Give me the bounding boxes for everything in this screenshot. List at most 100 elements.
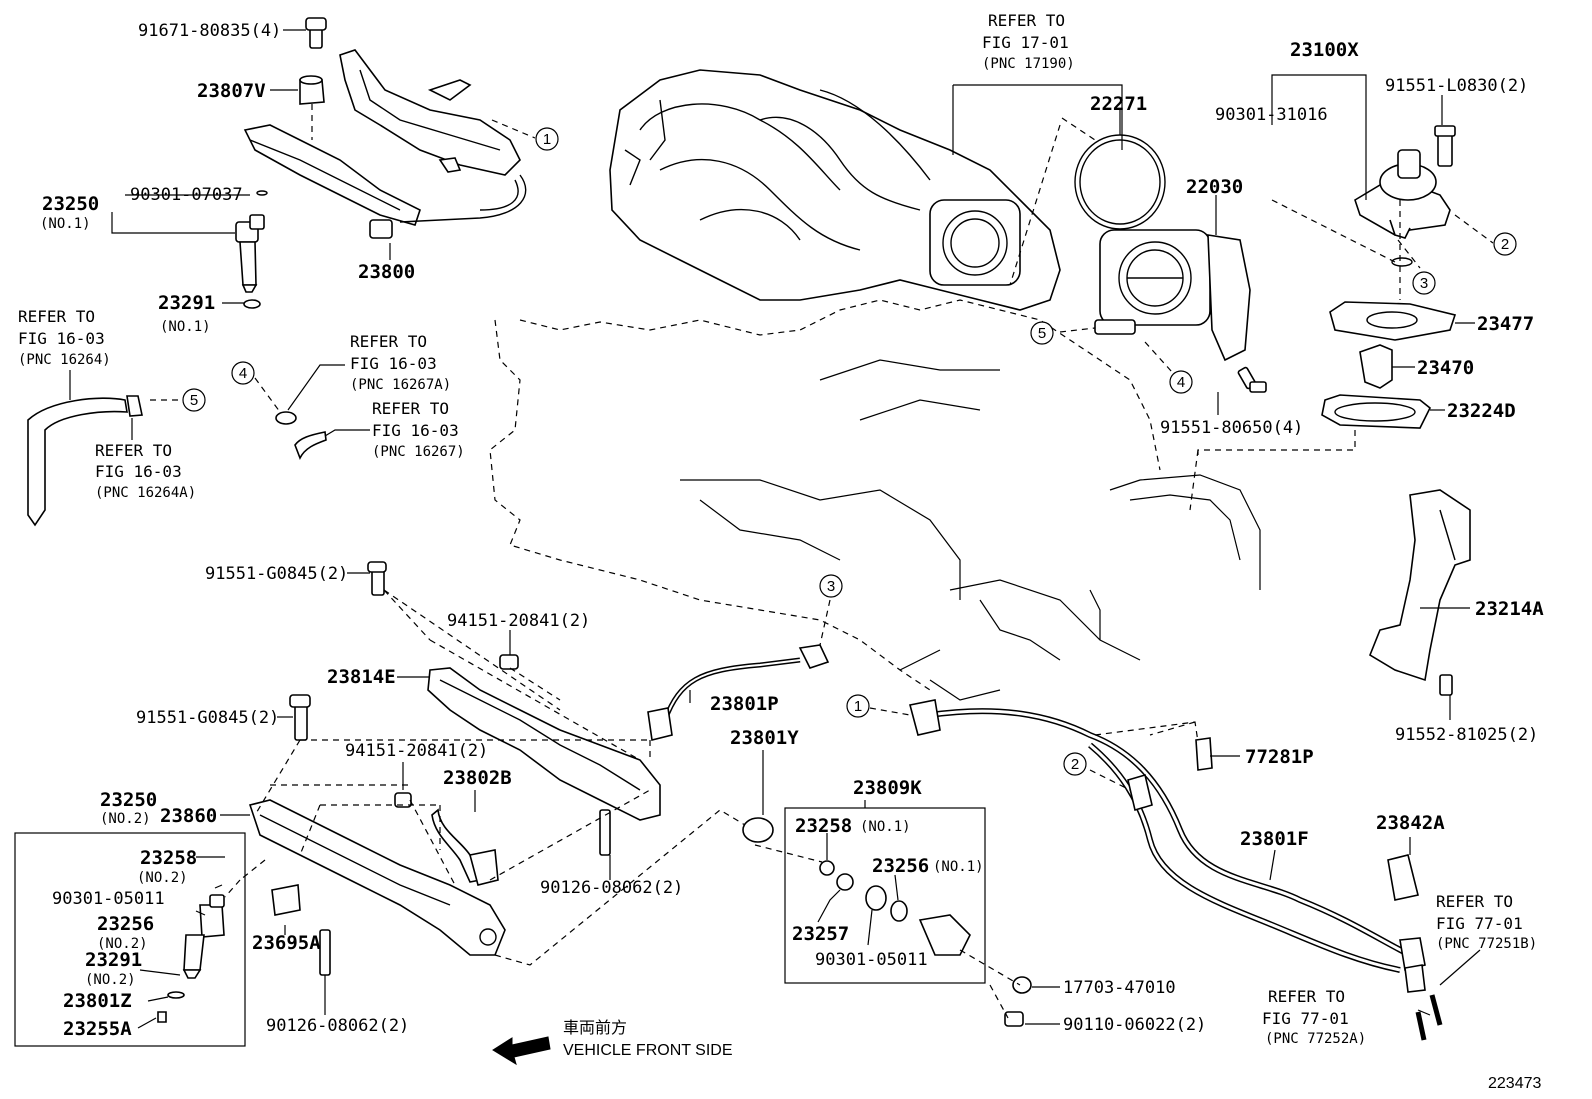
label-23258-no1-sub: (NO.1): [860, 819, 911, 835]
circle-marker-1a: 1: [535, 127, 559, 151]
sensor-kit-parts: [742, 817, 1032, 1027]
label-17703-47010: 17703-47010: [1063, 978, 1176, 998]
svg-text:(PNC 16267A): (PNC 16267A): [350, 377, 451, 393]
label-23214a: 23214A: [1475, 598, 1544, 620]
circle-marker-4a: 4: [1169, 370, 1193, 394]
svg-text:REFER TO: REFER TO: [95, 441, 172, 460]
label-23250-no2: 23250: [100, 789, 157, 811]
label-23250-no1-sub: (NO.1): [40, 216, 91, 232]
label-23814e: 23814E: [327, 666, 396, 688]
label-23258-no1: 23258: [795, 815, 852, 837]
svg-text:FIG 77-01: FIG 77-01: [1262, 1009, 1349, 1028]
leader-lines: [69, 29, 1481, 1029]
reference-notes: REFER TO FIG 17-01 (PNC 17190) REFER TO …: [18, 11, 1537, 1047]
svg-text:3: 3: [1420, 275, 1428, 292]
label-94151-20841-a: 94151-20841(2): [447, 611, 590, 631]
label-23256-no1-sub: (NO.1): [933, 859, 984, 875]
label-23257: 23257: [792, 923, 849, 945]
label-23250-no1: 23250: [42, 193, 99, 215]
svg-text:FIG 16-03: FIG 16-03: [372, 421, 459, 440]
svg-text:REFER TO: REFER TO: [372, 399, 449, 418]
circle-marker-5a: 5: [1030, 321, 1054, 345]
label-23470: 23470: [1417, 357, 1474, 379]
fuel-line-23801f: [909, 699, 1443, 1041]
svg-text:(PNC 16264A): (PNC 16264A): [95, 485, 196, 501]
svg-text:(PNC 16267): (PNC 16267): [372, 444, 465, 460]
svg-text:2: 2: [1501, 236, 1509, 253]
label-23224d: 23224D: [1447, 400, 1516, 422]
engine-outline: [489, 299, 1261, 701]
label-23100x: 23100X: [1290, 39, 1359, 61]
circle-marker-4b: 4: [231, 361, 255, 385]
label-23860: 23860: [160, 805, 217, 827]
refer-note-16264a: REFER TO FIG 16-03 (PNC 16264A): [95, 441, 196, 501]
label-90301-07037: 90301-07037: [130, 185, 243, 205]
refer-note-77251b: REFER TO FIG 77-01 (PNC 77251B): [1436, 892, 1537, 952]
svg-text:5: 5: [190, 392, 198, 409]
svg-text:FIG 77-01: FIG 77-01: [1436, 914, 1523, 933]
label-23801f: 23801F: [1240, 828, 1309, 850]
label-23256-no2-sub: (NO.2): [97, 936, 148, 952]
svg-text:FIG 16-03: FIG 16-03: [18, 329, 105, 348]
injector-no2-group-box: [14, 832, 246, 1047]
svg-text:1: 1: [543, 131, 551, 148]
front-arrow-icon: [492, 1036, 551, 1066]
svg-text:REFER TO: REFER TO: [1436, 892, 1513, 911]
label-91551-g0845-b: 91551-G0845(2): [136, 708, 279, 728]
label-90301-05011-a: 90301-05011: [52, 889, 165, 909]
label-23809k: 23809K: [853, 777, 922, 799]
intake-manifold: [609, 69, 1061, 311]
label-94151-20841-b: 94151-20841(2): [345, 741, 488, 761]
label-23291-no2: 23291: [85, 949, 142, 971]
svg-text:FIG 17-01: FIG 17-01: [982, 33, 1069, 52]
label-90110-06022: 90110-06022(2): [1063, 1015, 1206, 1035]
label-77281p: 77281P: [1245, 746, 1314, 768]
label-23842a: 23842A: [1376, 812, 1445, 834]
label-23256-no2: 23256: [97, 913, 154, 935]
circle-marker-2a: 2: [1493, 232, 1517, 256]
label-23256-no1: 23256: [872, 855, 929, 877]
bolt-91551-80650: [1237, 366, 1267, 393]
figure-number: 223473: [1488, 1075, 1541, 1092]
refer-note-16267: REFER TO FIG 16-03 (PNC 16267): [372, 399, 465, 460]
svg-text:FIG 16-03: FIG 16-03: [350, 354, 437, 373]
label-91552-81025: 91552-81025(2): [1395, 725, 1538, 745]
label-23291-no2-sub: (NO.2): [85, 972, 136, 988]
svg-text:5: 5: [1038, 325, 1046, 342]
part-labels: 91671-80835(4) 23807V 23250 (NO.1) 90301…: [40, 21, 1544, 1040]
svg-text:4: 4: [1177, 374, 1185, 391]
label-91551-g0845-a: 91551-G0845(2): [205, 564, 348, 584]
svg-text:FIG 16-03: FIG 16-03: [95, 462, 182, 481]
label-91671-80835: 91671-80835(4): [138, 21, 281, 41]
refer-note-16267a: REFER TO FIG 16-03 (PNC 16267A): [350, 332, 451, 393]
bracket-23214a: [1369, 489, 1471, 696]
fuel-rail-no2: [248, 561, 661, 976]
svg-text:3: 3: [827, 578, 835, 595]
svg-text:(PNC 17190): (PNC 17190): [982, 56, 1075, 72]
label-23477: 23477: [1477, 313, 1534, 335]
refer-note-17190: REFER TO FIG 17-01 (PNC 17190): [982, 11, 1075, 72]
label-23258-no2-sub: (NO.2): [137, 870, 188, 886]
circle-marker-3b: 3: [819, 574, 843, 598]
svg-text:4: 4: [239, 365, 247, 382]
svg-text:(PNC 16264): (PNC 16264): [18, 352, 111, 368]
label-23802b: 23802B: [443, 767, 512, 789]
fuel-pump: [1321, 125, 1457, 429]
svg-text:REFER TO: REFER TO: [1268, 987, 1345, 1006]
label-23801p: 23801P: [710, 693, 779, 715]
label-23258-no2: 23258: [140, 847, 197, 869]
svg-text:(PNC 77252A): (PNC 77252A): [1265, 1031, 1366, 1047]
circle-marker-2b: 2: [1063, 752, 1087, 776]
hoses-left: [27, 395, 327, 527]
label-23801z: 23801Z: [63, 990, 132, 1012]
hose-23801p: [647, 644, 830, 741]
circle-marker-5b: 5: [182, 388, 206, 412]
label-22030: 22030: [1186, 176, 1243, 198]
label-90301-05011-b: 90301-05011: [815, 950, 928, 970]
label-23291-no1-sub: (NO.1): [160, 319, 211, 335]
label-90126-08062-a: 90126-08062(2): [540, 878, 683, 898]
injector-no2: [157, 894, 225, 1023]
svg-text:REFER TO: REFER TO: [18, 307, 95, 326]
label-90301-31016: 90301-31016: [1215, 105, 1328, 125]
